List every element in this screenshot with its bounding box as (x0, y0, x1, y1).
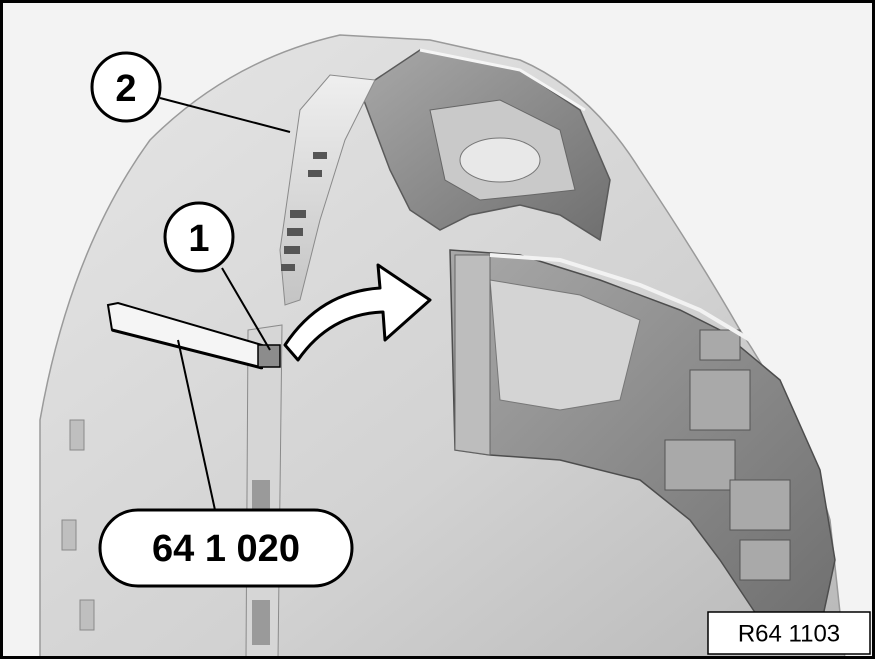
callout-1-label: 1 (188, 218, 209, 260)
tool-number-text: 64 1 020 (152, 528, 300, 570)
direction-arrow (283, 263, 432, 362)
callout-1: 1 (163, 201, 235, 273)
dashboard-panel (39, 34, 846, 659)
vent-slots (281, 152, 327, 271)
trim-clip (257, 344, 281, 368)
callout-2-label: 2 (115, 68, 136, 110)
reference-code-text: R64 1103 (738, 621, 840, 648)
callout-2: 2 (90, 51, 162, 123)
reference-code: R64 1103 (707, 611, 871, 655)
leader-lines (159, 97, 291, 511)
tool-number-label: 64 1 020 (98, 508, 354, 588)
